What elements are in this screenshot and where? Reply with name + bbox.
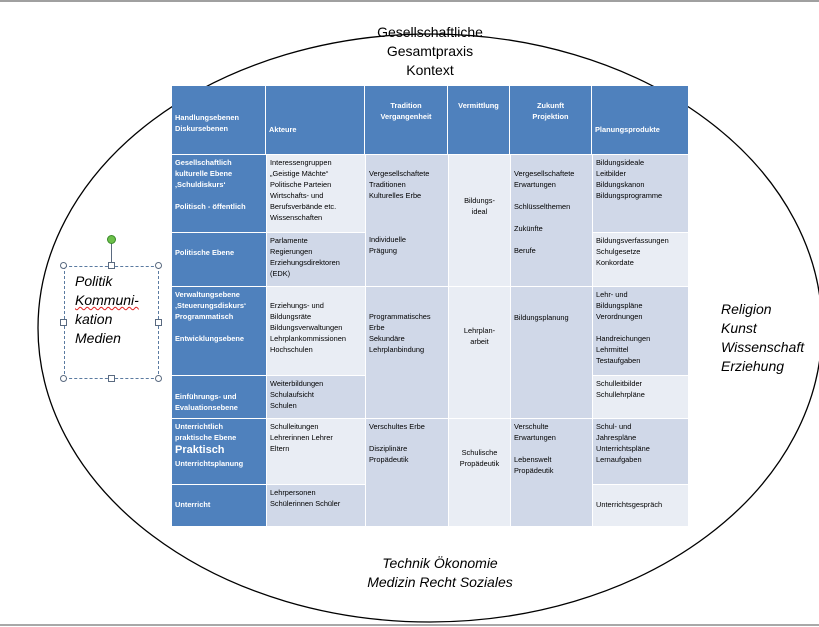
rotation-handle-line	[111, 243, 112, 263]
selected-text-box[interactable]: Politik Kommuni- kation Medien	[64, 266, 159, 379]
context-right-line: Wissenschaft	[721, 339, 805, 355]
header-planungsprodukte: Planungsprodukte	[592, 86, 688, 154]
text-box-line: kation	[75, 311, 113, 327]
text-box-line-misspelled: Kommuni-	[75, 292, 139, 308]
zukunft-cell-b: Bildungsplanung	[510, 286, 592, 418]
context-top-line: Gesamtpraxis	[386, 43, 474, 59]
text-box-line: Politik	[75, 273, 113, 289]
context-top-line: Kontext	[406, 62, 454, 78]
header-vermittlung: Vermittlung	[448, 86, 510, 154]
context-right-label: Religion Kunst Wissenschaft Erziehung	[721, 300, 804, 376]
context-top-line: Gesellschaftliche	[377, 24, 483, 40]
resize-handle-top-right[interactable]	[155, 262, 162, 269]
context-bottom-label: Technik Ökonomie Medizin Recht Soziales	[300, 554, 580, 592]
context-top-label: Gesellschaftliche Gesamtpraxis Kontext	[300, 23, 560, 80]
vermittlung-cell-b: Lehrplan-arbeit	[448, 286, 510, 418]
resize-handle-bottom-right[interactable]	[155, 375, 162, 382]
resize-handle-top[interactable]	[108, 262, 115, 269]
header-akteure: Akteure	[266, 86, 365, 154]
resize-handle-bottom[interactable]	[108, 375, 115, 382]
level-unterricht: Unterricht	[172, 484, 266, 526]
bottom-border-line	[0, 624, 819, 626]
rotation-handle[interactable]	[107, 235, 116, 244]
akteure-cell-1: Interessengruppen „Geistige Mächte“ Poli…	[266, 154, 365, 232]
resize-handle-left[interactable]	[60, 319, 67, 326]
context-right-line: Kunst	[721, 320, 757, 336]
level-politisch: Politische Ebene	[172, 232, 266, 286]
level-verwaltung: Verwaltungsebene‚Steuerungsdiskurs‘Progr…	[172, 286, 266, 375]
vermittlung-cell-a: Bildungs-ideal	[448, 154, 510, 286]
context-bottom-line: Technik Ökonomie	[382, 555, 498, 571]
context-right-line: Religion	[721, 301, 772, 317]
resize-handle-top-left[interactable]	[60, 262, 67, 269]
context-right-line: Erziehung	[721, 358, 785, 374]
resize-handle-bottom-left[interactable]	[60, 375, 67, 382]
top-border-line	[0, 0, 819, 2]
text-box-line: Medien	[75, 330, 121, 346]
context-bottom-line: Medizin Recht Soziales	[367, 574, 513, 590]
resize-handle-right[interactable]	[155, 319, 162, 326]
text-box-content[interactable]: Politik Kommuni- kation Medien	[75, 272, 139, 348]
produkte-cell-6: Unterrichtsgespräch	[592, 484, 688, 526]
level-praktisch-big: Praktisch	[175, 444, 225, 456]
